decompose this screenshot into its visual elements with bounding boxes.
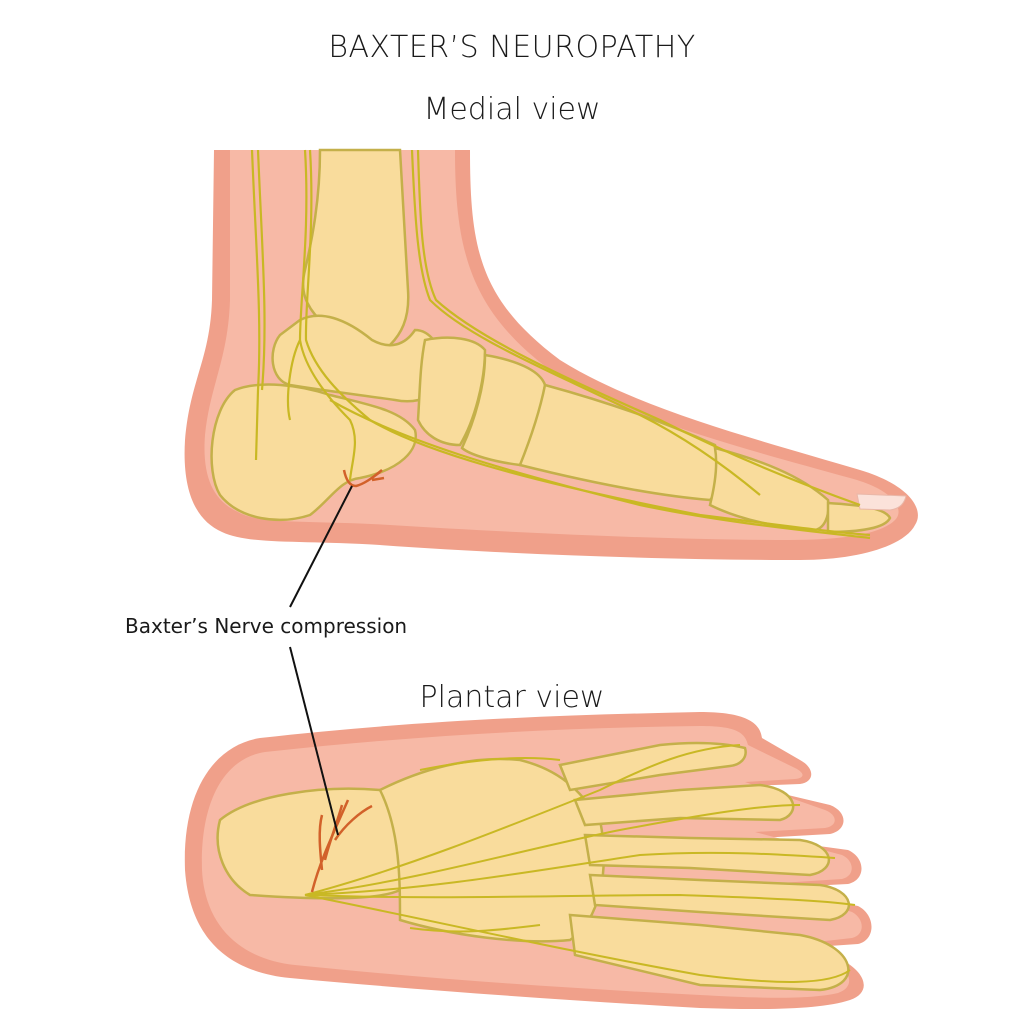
medial-view-label: Medial view bbox=[423, 92, 601, 127]
plantar-calcaneus-bone bbox=[216, 787, 404, 900]
navicular-bone bbox=[416, 336, 487, 447]
callout-lines bbox=[289, 485, 353, 836]
distal-phalanx-bone bbox=[826, 501, 892, 534]
callout-line-medial bbox=[289, 485, 353, 608]
plantar-view-label: Plantar view bbox=[419, 680, 605, 715]
callout-line-plantar bbox=[289, 646, 339, 836]
plantar-nerves bbox=[304, 744, 856, 983]
diagram-title: BAXTER’S NEUROPATHY bbox=[328, 30, 696, 65]
plantar-toe-bones bbox=[558, 741, 850, 992]
plantar-foot bbox=[184, 712, 872, 1010]
plantar-compressed-nerve bbox=[310, 799, 373, 893]
medial-nerves bbox=[250, 149, 871, 540]
medial-compressed-nerve bbox=[342, 469, 385, 488]
nerve-compression-label: Baxter’s Nerve compression bbox=[125, 614, 408, 638]
toenail bbox=[856, 493, 907, 511]
medial-foot bbox=[184, 148, 918, 560]
